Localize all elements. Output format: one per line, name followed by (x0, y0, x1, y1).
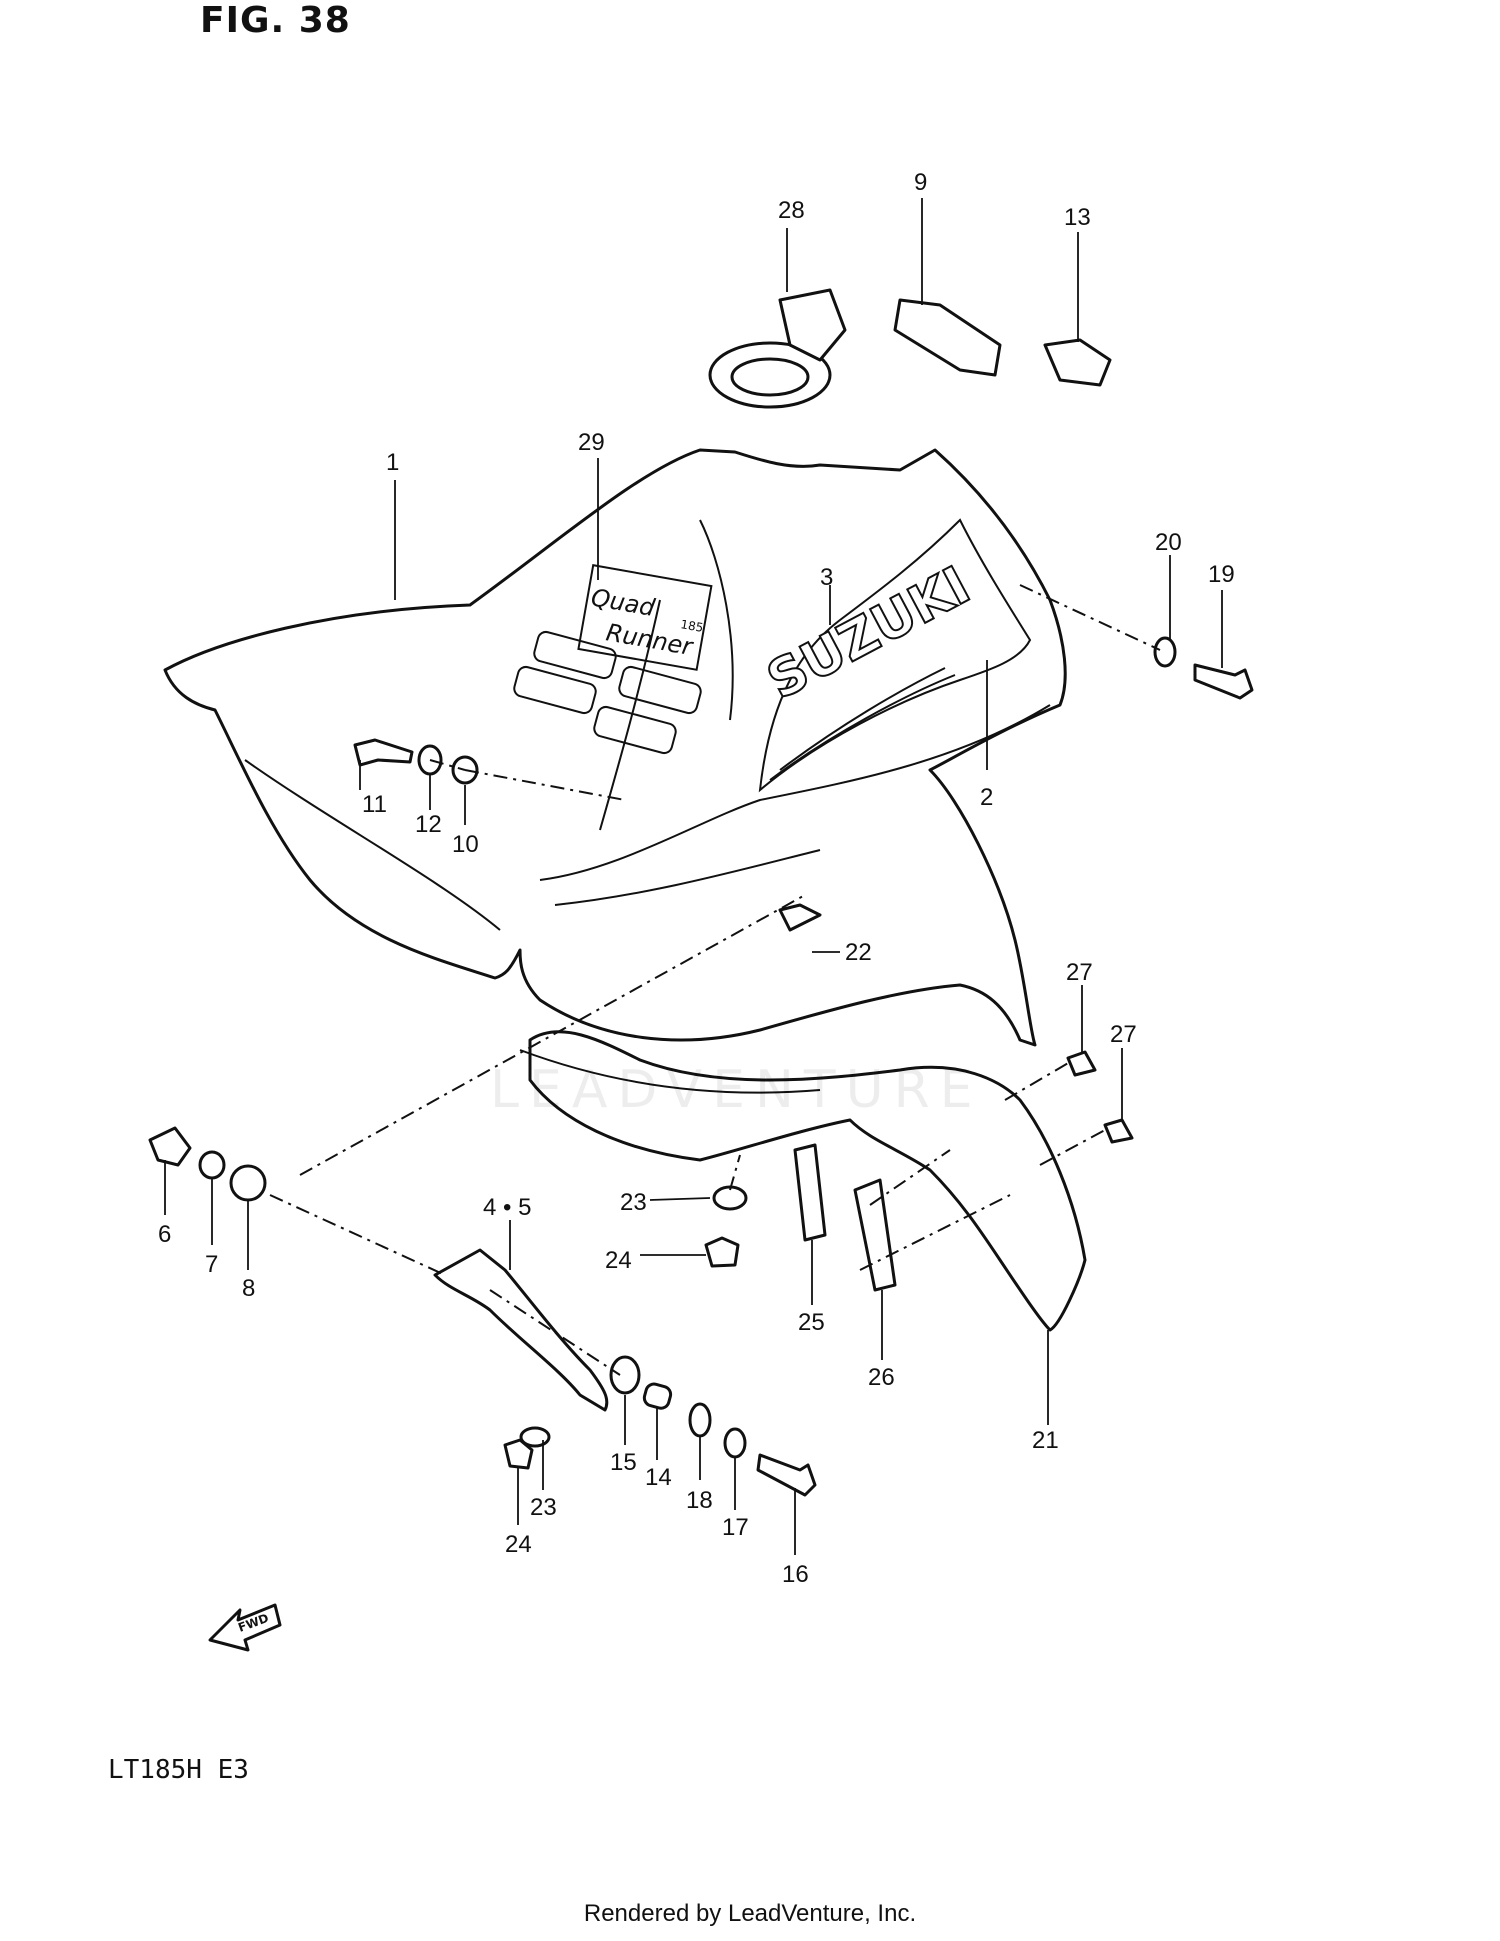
callout-23a: 23 (620, 1189, 647, 1216)
callout-26: 26 (868, 1364, 895, 1391)
callout-17: 17 (722, 1514, 749, 1541)
callout-24b: 24 (505, 1531, 532, 1558)
callout-28: 28 (778, 197, 805, 224)
assembly-lines (269, 584, 1161, 1376)
fender-vents (513, 630, 702, 755)
bracket-25[interactable] (793, 1143, 827, 1242)
callout-13: 13 (1064, 204, 1091, 231)
bolt-19[interactable] (1193, 663, 1254, 700)
forward-arrow-icon: FWD (208, 1603, 282, 1652)
bracket-26[interactable] (853, 1178, 897, 1292)
watermark: LEADVENTURE (490, 1060, 983, 1120)
callout-2: 2 (980, 784, 993, 811)
callout-7: 7 (205, 1251, 218, 1278)
stay-bracket-4-5[interactable] (433, 1248, 609, 1412)
callout-6: 6 (158, 1221, 171, 1248)
washer-20[interactable] (1153, 636, 1177, 668)
callout-19: 19 (1208, 561, 1235, 588)
cap-grommet[interactable] (708, 288, 847, 409)
nut-24a[interactable] (704, 1236, 740, 1268)
collar-14[interactable] (642, 1382, 673, 1410)
callout-29: 29 (578, 429, 605, 456)
callout-14: 14 (645, 1464, 672, 1491)
callout-leaders (164, 198, 1223, 1555)
model-code: LT185H E3 (108, 1755, 249, 1785)
nut-24b[interactable] (503, 1438, 534, 1470)
mud-flap[interactable] (519, 1030, 1087, 1332)
grommet-23b[interactable] (519, 1426, 551, 1448)
callout-3: 3 (820, 564, 833, 591)
front-fender-body[interactable] (163, 448, 1067, 1047)
callout-27b: 27 (1110, 1021, 1137, 1048)
callout-labels: 1 2 3 29 28 9 13 20 19 27 27 22 11 12 10… (158, 169, 1235, 1588)
bolt-16[interactable] (756, 1453, 817, 1497)
grommet-23a[interactable] (712, 1185, 748, 1211)
callout-25: 25 (798, 1309, 825, 1336)
bracket-9[interactable] (893, 298, 1002, 377)
callout-18: 18 (686, 1487, 713, 1514)
callout-16: 16 (782, 1561, 809, 1588)
nut-6[interactable] (148, 1126, 192, 1167)
collar-15[interactable] (609, 1355, 641, 1395)
emblem-number: 185 (679, 617, 704, 635)
callout-11: 11 (362, 791, 387, 818)
screw-22[interactable] (778, 903, 822, 932)
callout-4-5: 4 • 5 (483, 1194, 531, 1221)
screw-27a[interactable] (1066, 1050, 1097, 1077)
callout-21: 21 (1032, 1427, 1059, 1454)
callout-23b: 23 (530, 1494, 557, 1521)
clip-nut-13[interactable] (1043, 338, 1112, 387)
callout-12: 12 (415, 811, 442, 838)
figure-title: FIG. 38 (200, 0, 351, 41)
screw-27b[interactable] (1103, 1118, 1134, 1144)
callout-8: 8 (242, 1275, 255, 1302)
callout-9: 9 (914, 169, 927, 196)
footer-credit: Rendered by LeadVenture, Inc. (583, 1900, 917, 1927)
callout-22: 22 (845, 939, 872, 966)
callout-20: 20 (1155, 529, 1182, 556)
hardware (148, 636, 1254, 1497)
washer-17[interactable] (723, 1427, 747, 1459)
callout-24a: 24 (605, 1247, 632, 1274)
washer-8[interactable] (229, 1164, 267, 1202)
callout-27a: 27 (1066, 959, 1093, 986)
washer-18[interactable] (688, 1402, 712, 1438)
callout-1: 1 (386, 449, 399, 476)
callout-15: 15 (610, 1449, 637, 1476)
washer-7[interactable] (198, 1150, 226, 1180)
callout-10: 10 (452, 831, 479, 858)
